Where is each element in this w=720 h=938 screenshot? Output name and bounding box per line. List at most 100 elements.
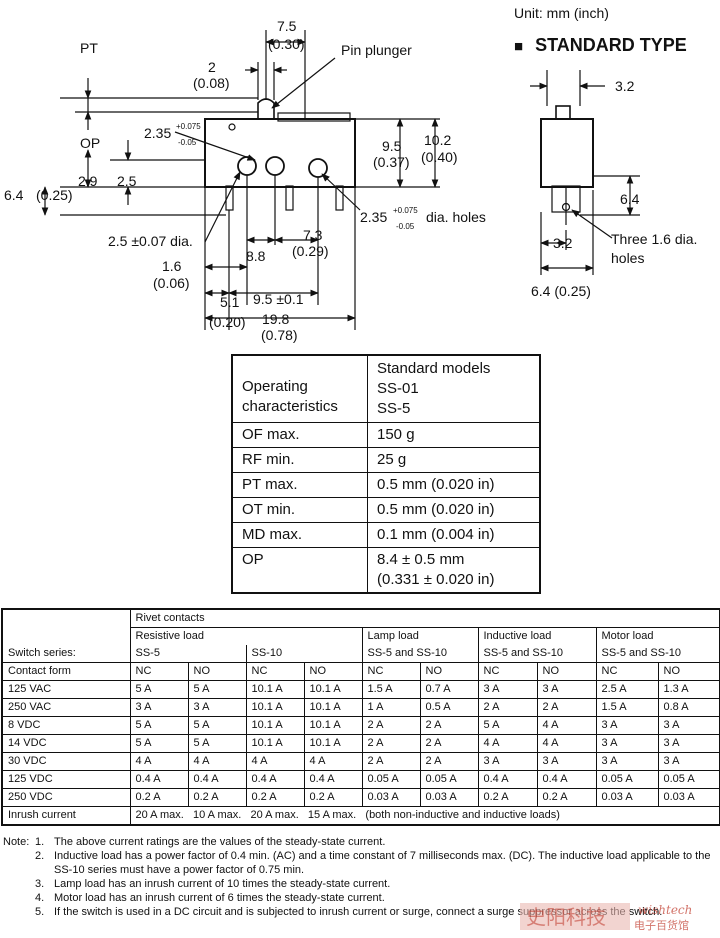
tol-minus-holes: -0.05 xyxy=(396,222,415,231)
rating-cell: 4 A xyxy=(477,734,538,753)
note-label xyxy=(3,849,35,877)
dim-0-20: (0.20) xyxy=(209,314,246,330)
op-row-value: 0.5 mm (0.020 in) xyxy=(367,472,541,498)
rating-cell: 1.5 A xyxy=(361,680,421,699)
note-text: Lamp load has an inrush current of 10 ti… xyxy=(54,878,391,890)
series-motor: SS-5 and SS-10 xyxy=(595,645,720,663)
dim-7-3: 7.3 xyxy=(303,227,323,243)
rating-cell: 5 A xyxy=(477,716,538,735)
rating-cell: 4 A xyxy=(536,734,597,753)
dim-5-1: 5.1 xyxy=(220,294,240,310)
rating-cell: 3 A xyxy=(536,752,597,771)
op-row: OP 8.4 ± 0.5 mm (0.331 ± 0.020 in) xyxy=(231,547,541,594)
note-item: 2.Inductive load has a power factor of 0… xyxy=(3,849,715,877)
rivet-contacts-header: Rivet contacts xyxy=(129,608,720,628)
rating-cell: 0.03 A xyxy=(361,788,421,807)
rating-cell: 0.4 A xyxy=(187,770,247,789)
rating-cell: 5 A xyxy=(129,716,189,735)
rating-cell: 0.05 A xyxy=(657,770,720,789)
rating-voltage: 30 VDC xyxy=(1,752,131,771)
op-header-right-1: Standard models xyxy=(377,360,491,377)
dim-9-5: 9.5 xyxy=(382,138,402,154)
op-header-left: Operating characteristics xyxy=(231,354,368,423)
nc-header: NC xyxy=(361,662,421,681)
inrush-value: 20 A max. 10 A max. 20 A max. 15 A max. … xyxy=(129,806,720,826)
dimension-drawing: PT OP 7.5 (0.30) 2 (0.08) Pin plunger 2.… xyxy=(4,18,697,343)
dim-0-25-front: (0.25) xyxy=(36,187,73,203)
op-row-value: 150 g xyxy=(367,422,541,448)
op-row-label: PT max. xyxy=(231,472,368,498)
no-header: NO xyxy=(187,662,247,681)
op-value-line-1: 8.4 ± 0.5 mm xyxy=(377,551,465,568)
rating-cell: 0.4 A xyxy=(129,770,189,789)
rating-cell: 3 A xyxy=(129,698,189,717)
rating-cell: 10.1 A xyxy=(245,680,305,699)
dim-0-78: (0.78) xyxy=(261,327,298,343)
rating-cell: 0.2 A xyxy=(536,788,597,807)
dim-2: 2 xyxy=(208,59,216,75)
op-row-value: 8.4 ± 0.5 mm (0.331 ± 0.020 in) xyxy=(367,547,541,594)
dim-0-37: (0.37) xyxy=(373,154,410,170)
notes: Note:1.The above current ratings are the… xyxy=(3,835,715,919)
note-item: 3.Lamp load has an inrush current of 10 … xyxy=(3,877,715,891)
rating-voltage: 14 VDC xyxy=(1,734,131,753)
op-row: OT min. 0.5 mm (0.020 in) xyxy=(231,497,541,523)
note-label xyxy=(3,877,35,891)
op-row: OF max. 150 g xyxy=(231,422,541,448)
note-label xyxy=(3,891,35,905)
rating-cell: 0.4 A xyxy=(245,770,305,789)
rating-cell: 3 A xyxy=(595,734,659,753)
op-row-value: 0.1 mm (0.004 in) xyxy=(367,522,541,548)
motor-load-header: Motor load xyxy=(595,627,720,645)
rating-cell: 10.1 A xyxy=(303,734,363,753)
op-row: MD max. 0.1 mm (0.004 in) xyxy=(231,522,541,548)
rating-cell: 0.03 A xyxy=(595,788,659,807)
op-value-line-2: (0.331 ± 0.020 in) xyxy=(377,571,495,588)
inrush-label: Inrush current xyxy=(1,806,131,826)
rating-cell: 3 A xyxy=(187,698,247,717)
rating-cell: 2.5 A xyxy=(595,680,659,699)
holes-label-2: holes xyxy=(611,250,644,266)
rating-cell: 0.4 A xyxy=(536,770,597,789)
op-header-right-3: SS-5 xyxy=(377,400,411,417)
note-item: 4.Motor load has an inrush current of 6 … xyxy=(3,891,715,905)
rt-corner xyxy=(1,608,131,628)
pt-label: PT xyxy=(80,40,98,56)
rating-cell: 3 A xyxy=(477,752,538,771)
note-number: 4. xyxy=(35,892,45,904)
lamp-load-header: Lamp load xyxy=(361,627,479,645)
rating-cell: 3 A xyxy=(477,680,538,699)
note-text: The above current ratings are the values… xyxy=(54,836,386,848)
dim-6-4-front: 6.4 xyxy=(4,187,24,203)
switch-side-view xyxy=(540,105,594,225)
note-item: 5.If the switch is used in a DC circuit … xyxy=(3,905,715,919)
rating-cell: 10.1 A xyxy=(303,680,363,699)
rating-voltage: 8 VDC xyxy=(1,716,131,735)
dim-0-30: (0.30) xyxy=(268,36,305,52)
rating-cell: 4 A xyxy=(129,752,189,771)
dim-3-2-top: 3.2 xyxy=(615,78,635,94)
rating-cell: 3 A xyxy=(595,752,659,771)
pin-plunger-label: Pin plunger xyxy=(341,42,412,58)
rating-cell: 2 A xyxy=(419,716,479,735)
op-row-label: RF min. xyxy=(231,447,368,473)
op-row-value: 0.5 mm (0.020 in) xyxy=(367,497,541,523)
rating-cell: 0.05 A xyxy=(419,770,479,789)
rating-cell: 0.2 A xyxy=(187,788,247,807)
dia-holes-label: dia. holes xyxy=(426,209,486,225)
unit-label: Unit: mm (inch) xyxy=(514,5,609,21)
note-number: 5. xyxy=(35,906,45,918)
op-row-value: 25 g xyxy=(367,447,541,473)
rating-cell: 0.03 A xyxy=(657,788,720,807)
op-header-right: Standard models SS-01 SS-5 xyxy=(367,354,541,423)
resistive-load-header: Resistive load xyxy=(129,627,363,645)
rating-cell: 2 A xyxy=(536,698,597,717)
operating-characteristics-table: Operating characteristics Standard model… xyxy=(231,354,541,594)
switch-series-label: Switch series: xyxy=(1,645,131,663)
op-row: PT max. 0.5 mm (0.020 in) xyxy=(231,472,541,498)
rating-cell: 4 A xyxy=(187,752,247,771)
note-text: Inductive load has a power factor of 0.4… xyxy=(54,850,711,876)
dim-0-08: (0.08) xyxy=(193,75,230,91)
rating-cell: 1 A xyxy=(361,698,421,717)
